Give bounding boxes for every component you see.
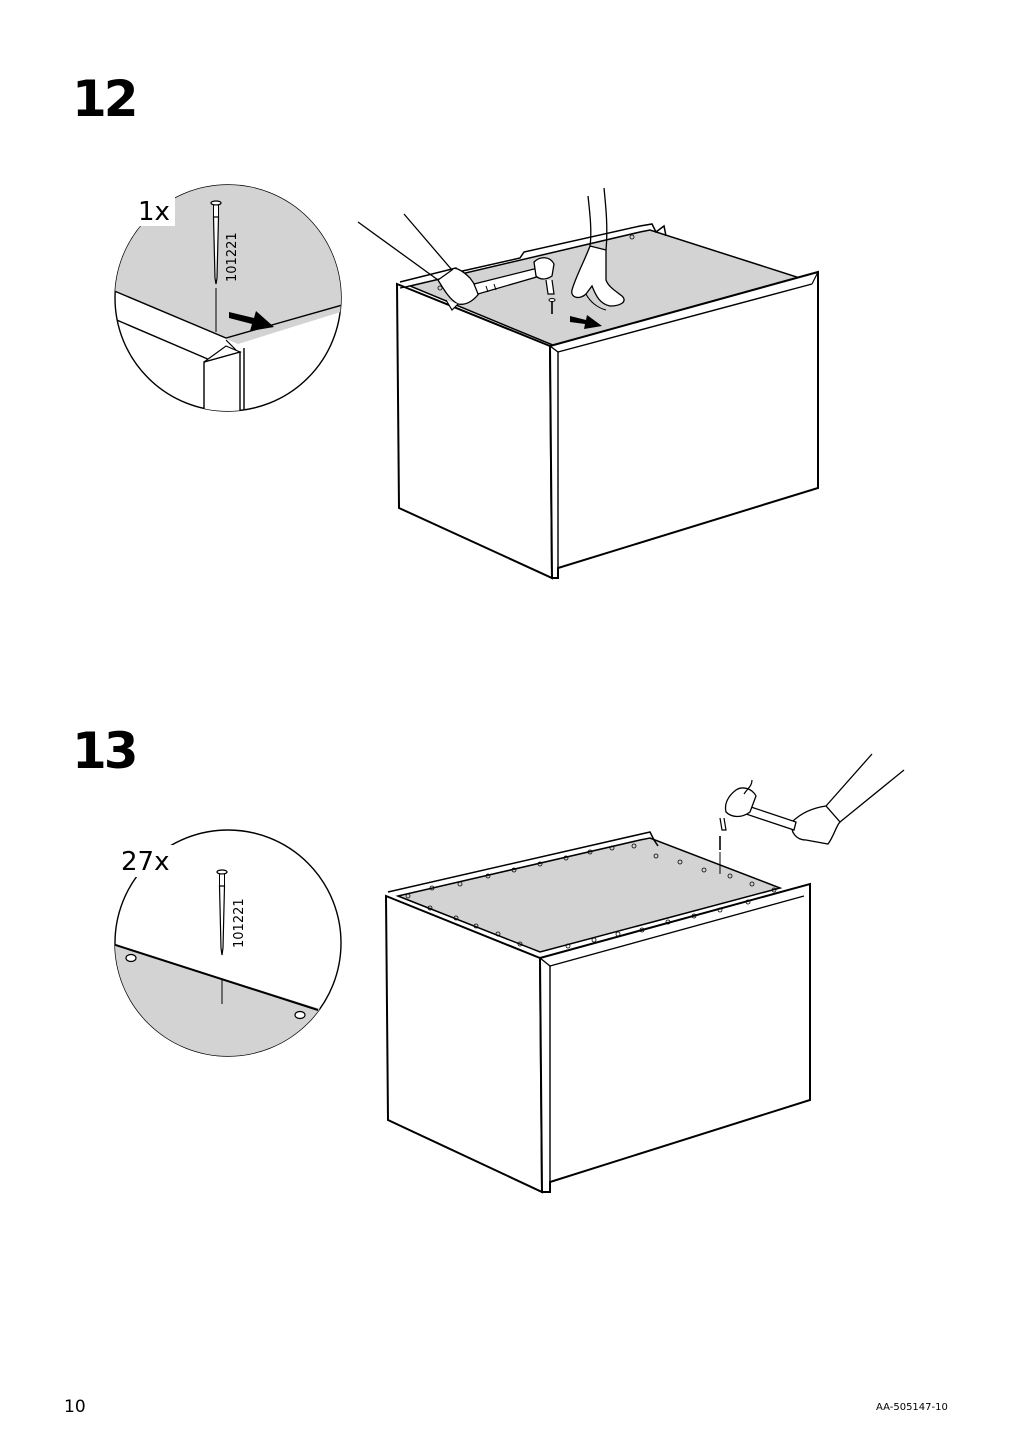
step-13-cabinet (384, 753, 905, 1194)
hammer-icon (473, 257, 555, 295)
hand-icon (357, 213, 481, 311)
page-number: 10 (64, 1397, 86, 1417)
arrow-icon (229, 311, 274, 331)
arrow-icon (570, 315, 602, 329)
hammer-icon (719, 779, 797, 831)
document-code: AA-505147-10 (876, 1402, 948, 1413)
step-13-part-number: 101221 (232, 898, 247, 948)
hand-icon (571, 187, 625, 311)
step-12-part-number: 101221 (225, 232, 240, 282)
step-12-detail-circle: 1x 101221 (114, 184, 342, 412)
step-13-quantity: 27x (121, 847, 169, 877)
step-12-number: 12 (72, 70, 139, 128)
step-13-detail-circle: 27x 101221 (114, 829, 342, 1057)
nail-icon (210, 200, 222, 332)
step-13-number: 13 (72, 722, 139, 780)
step-12-cabinet (357, 187, 819, 580)
hand-icon (790, 753, 905, 845)
step-12-quantity: 1x (138, 197, 170, 227)
nail-icon (216, 869, 228, 956)
